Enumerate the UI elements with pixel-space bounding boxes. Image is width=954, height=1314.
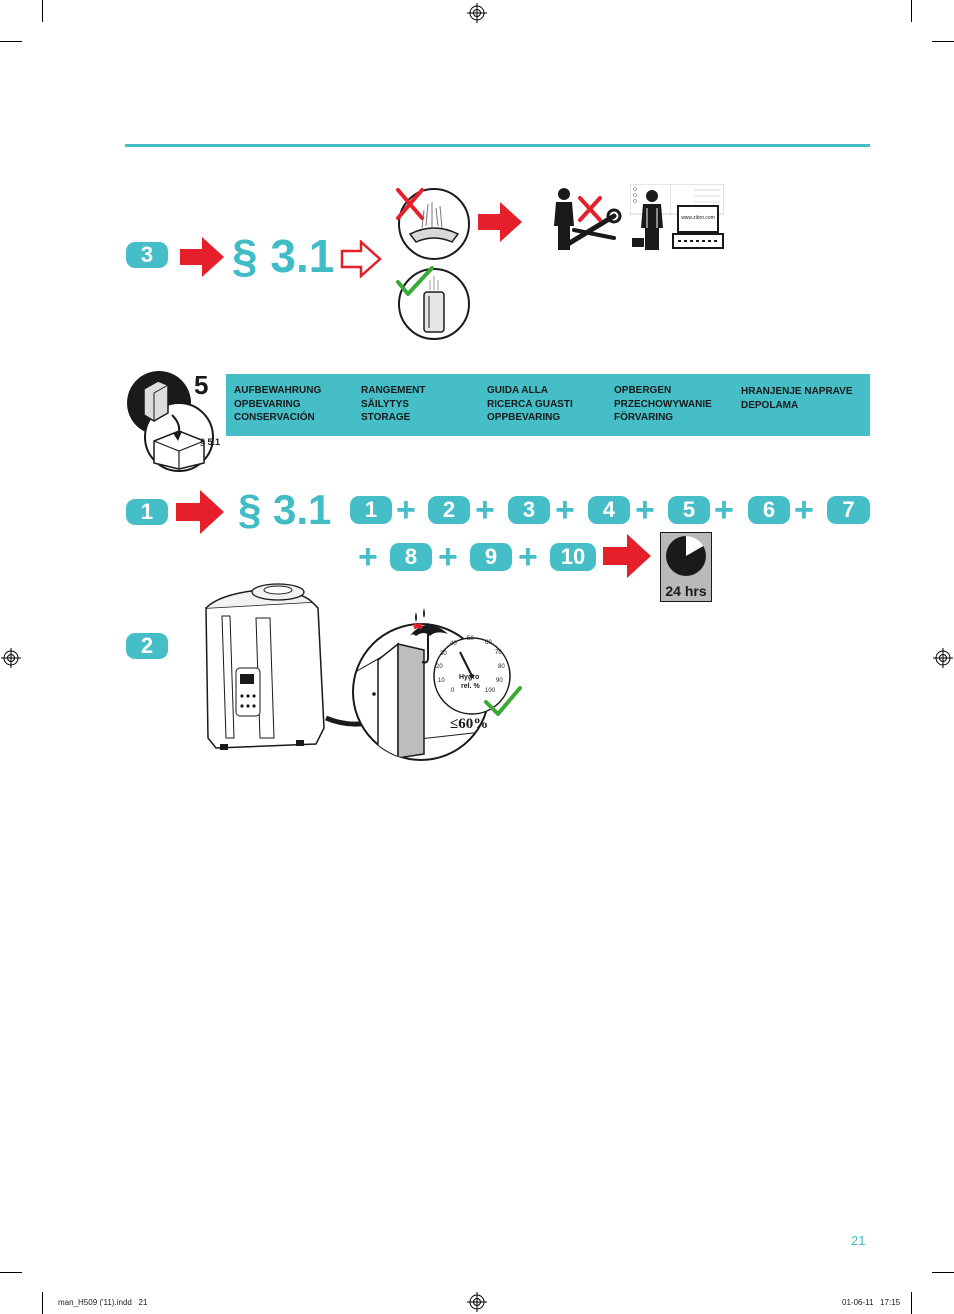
step-badge: 2 bbox=[126, 633, 168, 659]
storage-title: DEPOLAMA bbox=[741, 399, 799, 411]
timer-icon bbox=[660, 532, 712, 602]
humidifier-icon bbox=[205, 583, 325, 750]
crop-mark bbox=[932, 41, 954, 42]
hygrometer-tick: 20 bbox=[436, 664, 443, 670]
storage-title: PRZECHOWYWANIE bbox=[614, 398, 712, 410]
hygrometer-tick: 80 bbox=[498, 664, 505, 670]
step-badge: 1 bbox=[126, 499, 168, 525]
hygrometer-tick: 90 bbox=[496, 678, 503, 684]
hygrometer-tick: 10 bbox=[438, 678, 445, 684]
sequence-step: 3 bbox=[508, 496, 550, 524]
step-badge: 3 bbox=[126, 242, 168, 268]
sequence-step: 8 bbox=[390, 543, 432, 571]
storage-title: CONSERVACIÓN bbox=[234, 412, 315, 423]
website-label: www.zibro.com bbox=[681, 215, 715, 221]
plus-sign: + bbox=[396, 491, 416, 529]
header-rule bbox=[125, 144, 870, 147]
section-reference: § 3.1 bbox=[238, 486, 332, 533]
storage-column: GUIDA ALLA RICERCA GUASTI OPPBEVARING bbox=[487, 384, 573, 425]
sequence-step: 1 bbox=[350, 496, 392, 524]
plus-sign: + bbox=[635, 491, 655, 529]
storage-column: OPBERGEN PRZECHOWYWANIE FÖRVARING bbox=[614, 384, 712, 425]
red-arrow-icon bbox=[478, 202, 522, 242]
unit-upright-correct-icon bbox=[396, 266, 470, 340]
storage-title: OPBERGEN bbox=[614, 385, 672, 396]
hygrometer-tick: 70 bbox=[495, 650, 502, 656]
plus-sign: + bbox=[518, 538, 538, 576]
hygrometer-unit: rel. % bbox=[461, 683, 480, 690]
humidity-limit: ≤60% bbox=[450, 716, 489, 732]
storage-title: RICERCA GUASTI bbox=[487, 398, 573, 410]
hygrometer-tick: 100 bbox=[485, 688, 496, 694]
crop-mark bbox=[911, 1292, 912, 1314]
crop-mark bbox=[911, 0, 912, 22]
storage-column: RANGEMENT SÄILYTYS STORAGE bbox=[361, 384, 425, 425]
storage-box-icon bbox=[127, 371, 214, 472]
footer-timestamp: 01-06-11 17:15 bbox=[842, 1298, 901, 1307]
storage-title: FÖRVARING bbox=[614, 412, 674, 423]
plus-sign: + bbox=[475, 491, 495, 529]
crop-mark bbox=[42, 0, 43, 22]
plus-sign: + bbox=[794, 491, 814, 529]
storage-title: OPBEVARING bbox=[234, 398, 301, 410]
crop-mark bbox=[42, 1292, 43, 1314]
storage-title: HRANJENJE NAPRAVE bbox=[741, 386, 853, 397]
checkmark-icon bbox=[484, 686, 522, 716]
red-arrow-icon bbox=[180, 237, 224, 277]
plus-sign: + bbox=[714, 491, 734, 529]
pouring-water-wrong-icon bbox=[396, 188, 470, 260]
registration-mark-icon bbox=[933, 648, 953, 668]
storage-title: OPPBEVARING bbox=[487, 412, 561, 423]
registration-mark-icon bbox=[1, 648, 21, 668]
dry-room-icon bbox=[352, 608, 511, 761]
section-reference: § 3.1 bbox=[232, 230, 335, 282]
service-technician-icon bbox=[630, 184, 672, 250]
red-arrow-icon bbox=[603, 534, 651, 578]
hygrometer-tick: 0 bbox=[451, 688, 455, 694]
sequence-step: 10 bbox=[550, 543, 596, 571]
registration-mark-icon bbox=[467, 3, 487, 23]
registration-mark-icon bbox=[467, 1292, 487, 1312]
computer-website-icon bbox=[670, 184, 724, 249]
plus-sign: + bbox=[438, 538, 458, 576]
storage-title: AUFBEWAHRUNG bbox=[234, 385, 322, 396]
crop-mark bbox=[0, 1272, 22, 1273]
sequence-step: 5 bbox=[668, 496, 710, 524]
chapter-number: 5 bbox=[194, 370, 209, 400]
storage-title: SÄILYTYS bbox=[361, 398, 409, 410]
timer-label: 24 hrs bbox=[665, 583, 707, 599]
storage-title: RANGEMENT bbox=[361, 385, 426, 396]
page-number: 21 bbox=[851, 1233, 866, 1248]
hygrometer-tick: 40 bbox=[450, 641, 457, 647]
chapter-section-ref: § 5.1 bbox=[200, 437, 221, 447]
footer-file: man_H509 ('11).indd 21 bbox=[58, 1298, 148, 1307]
hygrometer-label: Hygro bbox=[459, 674, 480, 681]
hygrometer-tick: 30 bbox=[440, 651, 447, 657]
sequence-step: 4 bbox=[588, 496, 630, 524]
storage-column: HRANJENJE NAPRAVE DEPOLAMA bbox=[741, 385, 853, 412]
sequence-step: 9 bbox=[470, 543, 512, 571]
no-self-repair-icon bbox=[554, 188, 622, 250]
storage-title: GUIDA ALLA bbox=[487, 385, 548, 396]
sequence-step: 2 bbox=[428, 496, 470, 524]
hygrometer-tick: 60 bbox=[485, 640, 492, 646]
hygrometer-tick: 50 bbox=[467, 636, 474, 642]
sequence-step: 7 bbox=[827, 496, 870, 524]
outline-arrow-icon bbox=[340, 240, 382, 278]
crop-mark bbox=[932, 1272, 954, 1273]
sequence-step: 6 bbox=[748, 496, 790, 524]
storage-title-band: AUFBEWAHRUNG OPBEVARING CONSERVACIÓN RAN… bbox=[226, 374, 870, 436]
crop-mark bbox=[0, 41, 22, 42]
storage-column: AUFBEWAHRUNG OPBEVARING CONSERVACIÓN bbox=[234, 384, 321, 425]
red-arrow-icon bbox=[176, 490, 224, 534]
plus-sign: + bbox=[358, 538, 378, 576]
plus-sign: + bbox=[555, 491, 575, 529]
storage-title: STORAGE bbox=[361, 412, 411, 423]
